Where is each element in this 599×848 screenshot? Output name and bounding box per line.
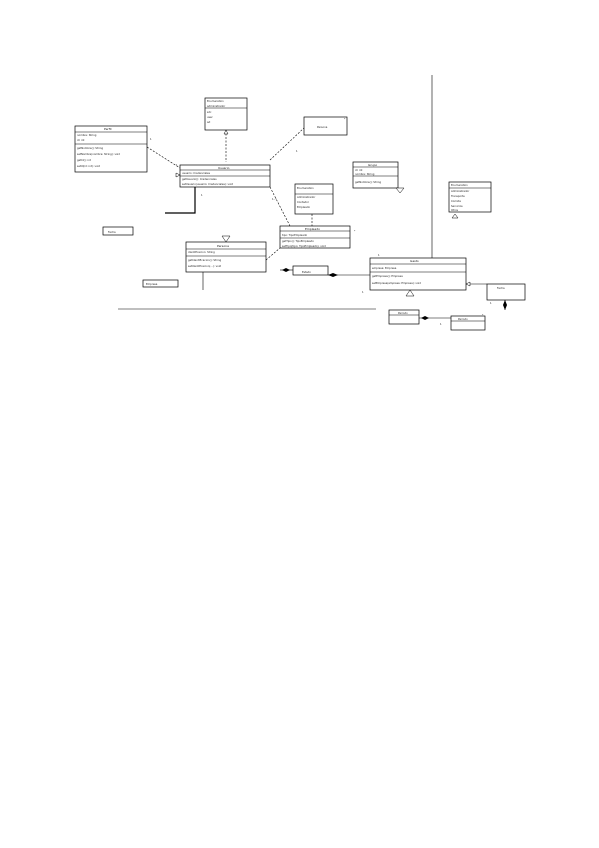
class-attribute: Comida bbox=[451, 199, 461, 203]
class-gasto: Gasto empresa: Empresa getEmpresa(): Emp… bbox=[369, 257, 467, 291]
class-periodo-left: Periodo bbox=[388, 309, 420, 325]
composition-diamond bbox=[328, 273, 338, 277]
class-name: Enumeration bbox=[207, 99, 224, 103]
realization-arrow bbox=[223, 129, 229, 135]
multiplicity-label: 1 bbox=[440, 322, 442, 326]
generalization-arrow bbox=[465, 281, 471, 287]
class-name: Empresa bbox=[146, 282, 158, 286]
connector-line bbox=[165, 187, 196, 214]
class-enumeration-mid: Enumeration Administrador Contador Emple… bbox=[294, 183, 334, 215]
class-attribute: Transporte bbox=[451, 194, 465, 198]
class-estado: Estado bbox=[292, 265, 329, 276]
class-periodo-right: Periodo bbox=[450, 315, 486, 331]
class-persona-center: Persona identificacion: String getIdenti… bbox=[185, 241, 267, 273]
class-attribute: nombre: String bbox=[77, 133, 97, 137]
class-attribute: identificacion: String bbox=[188, 250, 215, 254]
class-attribute: id: int bbox=[77, 138, 84, 142]
class-name: Periodo bbox=[398, 311, 408, 315]
class-name: Fecha bbox=[108, 230, 116, 234]
class-usuario: Usuario usuario: Credenciales getUsuario… bbox=[179, 164, 271, 188]
multiplicity-label: 1 bbox=[150, 137, 152, 141]
class-persona-top: Persona bbox=[303, 116, 348, 136]
class-attribute: id: int bbox=[355, 168, 362, 172]
class-attribute: Administrador bbox=[451, 189, 470, 193]
composition-diamond bbox=[503, 300, 507, 310]
class-attribute: nombre: String bbox=[355, 172, 375, 176]
class-fecha-left: Fecha bbox=[102, 226, 134, 236]
class-attribute: Servicios bbox=[451, 204, 463, 208]
class-operation: getId(): int bbox=[77, 158, 91, 162]
class-operation: getNombre(): String bbox=[77, 146, 103, 150]
generalization-arrow bbox=[221, 235, 231, 243]
composition-diamond bbox=[421, 316, 429, 320]
multiplicity-label: * bbox=[482, 313, 484, 317]
class-enumeration-top: Enumeration administrador sdc user ad bbox=[204, 97, 248, 131]
class-name: Perfil bbox=[104, 127, 112, 131]
class-operation: setUsuario(usuario: Credenciales): void bbox=[182, 182, 233, 186]
multiplicity-label: * bbox=[354, 229, 356, 233]
class-operation: setEmpresa(empresa: Empresa): void bbox=[372, 281, 421, 285]
class-operation: getUsuario(): Credenciales bbox=[182, 177, 217, 181]
class-attribute: Administrador bbox=[297, 195, 316, 199]
multiplicity-label: 1 bbox=[378, 253, 380, 257]
class-operation: setIdentificacion(...): void bbox=[188, 264, 221, 268]
class-attribute: user bbox=[207, 116, 214, 119]
multiplicity-label: 1 bbox=[201, 193, 203, 197]
class-name: Empleado bbox=[305, 227, 320, 231]
class-attribute: Contador bbox=[297, 200, 310, 204]
class-empresa: Empresa bbox=[142, 279, 179, 288]
class-name: Estado bbox=[302, 270, 311, 274]
class-enumeration-right: Enumeration Administrador Transporte Com… bbox=[448, 181, 492, 213]
class-attribute: sdc bbox=[207, 110, 212, 114]
class-attribute: Empleado bbox=[297, 205, 310, 209]
class-attribute: ad bbox=[207, 120, 211, 124]
multiplicity-label: 1..* bbox=[272, 197, 277, 201]
class-fecha-right: Fecha bbox=[486, 283, 526, 301]
class-attribute: administrador bbox=[207, 104, 226, 108]
class-operation: setNombre(nombre: String): void bbox=[77, 152, 120, 156]
class-name: Enumeration bbox=[297, 186, 314, 190]
class-name: Usuario bbox=[218, 166, 230, 170]
class-operation: setId(id: int): void bbox=[77, 164, 100, 168]
multiplicity-label: * bbox=[344, 117, 346, 121]
class-grupo: Grupo id: int nombre: String getNombre()… bbox=[352, 161, 399, 189]
class-operation: getEmpresa(): Empresa bbox=[372, 274, 403, 278]
class-perfil: Perfil nombre: String id: int getNombre(… bbox=[74, 125, 148, 173]
class-name: Enumeration bbox=[451, 183, 468, 187]
class-attribute: tipo: TipoEmpleado bbox=[282, 233, 307, 237]
class-name: Gasto bbox=[410, 259, 419, 263]
association-line bbox=[146, 146, 181, 169]
multiplicity-label: 1 bbox=[362, 290, 364, 294]
multiplicity-label: 1 bbox=[490, 301, 492, 305]
class-attribute: empresa: Empresa bbox=[372, 266, 397, 270]
class-name: Periodo bbox=[458, 317, 468, 321]
class-operation: setTipo(tipo: TipoEmpleado): void bbox=[282, 244, 326, 248]
multiplicity-label: 1 bbox=[296, 149, 298, 153]
class-name: Persona bbox=[217, 244, 229, 248]
class-name: Persona bbox=[317, 125, 328, 129]
class-attribute: Otros bbox=[451, 208, 459, 212]
class-operation: getNombre(): String bbox=[355, 180, 381, 184]
generalization-arrow bbox=[405, 289, 415, 297]
generalization-arrow bbox=[175, 172, 181, 178]
association-line bbox=[265, 247, 281, 261]
class-operation: getTipo(): TipoEmpleado bbox=[282, 239, 314, 243]
class-operation: getIdentificacion(): String bbox=[188, 258, 221, 262]
composition-diamond bbox=[282, 268, 290, 272]
class-empleado: Empleado tipo: TipoEmpleado getTipo(): T… bbox=[279, 225, 351, 249]
class-attribute: usuario: Credenciales bbox=[182, 171, 211, 175]
class-name: Fecha bbox=[497, 286, 505, 290]
class-name: Grupo bbox=[368, 163, 377, 167]
association-line bbox=[269, 127, 305, 161]
generalization-arrow bbox=[395, 187, 405, 194]
realization-arrow bbox=[451, 213, 459, 219]
association-line bbox=[269, 186, 291, 227]
multiplicity-label: 1 bbox=[176, 163, 178, 167]
